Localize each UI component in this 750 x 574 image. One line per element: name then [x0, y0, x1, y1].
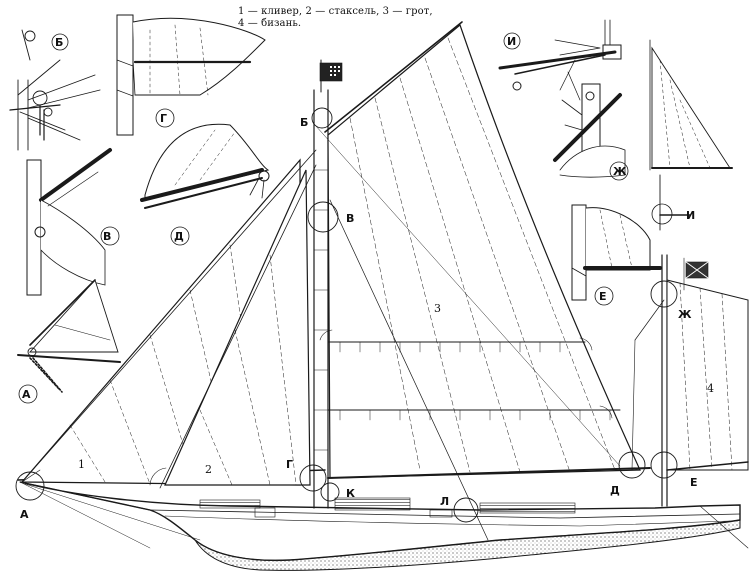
sail-numbers: 1 2 3 4 — [78, 302, 714, 476]
detail-v — [26, 148, 112, 296]
detail-e — [571, 204, 662, 301]
legend-line-2: 4 — бизань. — [238, 18, 302, 29]
label-v-detail: В — [103, 230, 111, 243]
detail-circle-v — [307, 201, 339, 233]
hull — [19, 481, 749, 571]
label-zh-main: Ж — [678, 308, 692, 321]
detail-a — [17, 279, 121, 393]
legend-line-1: 1 — кливер, 2 — стаксель, 3 — грот, — [238, 6, 433, 17]
detail-circle-d — [618, 451, 646, 479]
detail-circle-b — [311, 107, 333, 129]
main-mast — [313, 59, 329, 509]
label-a-main: А — [20, 508, 29, 521]
detail-topmast — [649, 39, 733, 231]
label-d-detail: Д — [174, 230, 184, 243]
label-g-detail: Г — [160, 112, 167, 125]
mizzen — [631, 254, 749, 507]
inner-forestay — [159, 164, 317, 489]
detail-g — [116, 14, 266, 136]
label-v-main: В — [346, 212, 354, 225]
label-i-right: И — [686, 209, 695, 222]
label-zh-detail: Ж — [613, 165, 627, 178]
detail-circle-g — [299, 464, 327, 492]
detail-i-top — [498, 19, 622, 101]
sail-number-2: 2 — [205, 463, 212, 476]
label-b-main: Б — [300, 116, 308, 129]
sail-number-3: 3 — [434, 302, 441, 315]
label-g-main: Г — [286, 458, 293, 471]
label-b-detail: Б — [55, 36, 63, 49]
detail-zh — [553, 83, 626, 178]
label-d-main: Д — [610, 484, 620, 497]
label-e-detail: Е — [599, 290, 607, 303]
label-l-main: Л — [440, 495, 449, 508]
main-mast-flag — [319, 62, 343, 82]
detail-circle-a — [15, 471, 45, 501]
label-a-detail: А — [22, 388, 31, 401]
detail-circle-zh — [650, 280, 678, 308]
sail-number-1: 1 — [78, 458, 85, 471]
sail-number-4: 4 — [707, 382, 714, 395]
label-e-main: Е — [690, 476, 698, 489]
legend: 1 — кливер, 2 — стаксель, 3 — грот, 4 — … — [238, 6, 433, 30]
detail-b — [9, 29, 101, 151]
detail-d — [140, 123, 270, 209]
detail-circle-k — [320, 482, 340, 502]
detail-labels: А Б В Г К Л Д Е Ж И Б Г В А Д И Ж Е — [20, 35, 698, 521]
label-k-main: К — [346, 487, 355, 500]
detail-circle-e — [650, 451, 678, 479]
detail-circle-l — [453, 497, 479, 523]
forestay — [21, 149, 317, 483]
mainsail — [314, 21, 651, 541]
label-i-detail: И — [507, 35, 516, 48]
